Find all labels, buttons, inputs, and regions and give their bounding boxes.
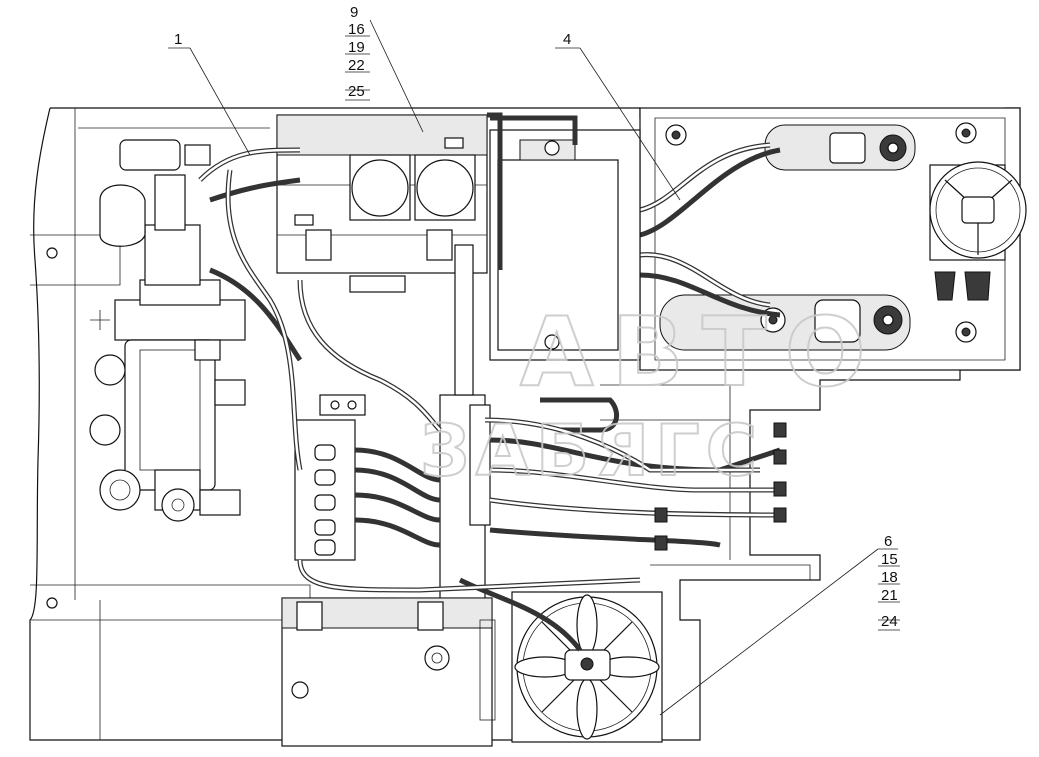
callout-9-item: 22 — [348, 57, 365, 74]
callout-6-item: 6 — [884, 533, 892, 550]
callout-leaders — [168, 19, 900, 716]
hose-routing — [198, 112, 787, 652]
callout-9-item: 25 — [348, 83, 365, 100]
callout-1-label: 1 — [174, 31, 182, 48]
control-panel — [639, 107, 1027, 371]
callout-6-stack: 6 15 18 21 24 — [881, 533, 898, 630]
engine-pump-group — [89, 139, 246, 522]
callout-9-stack: 9 16 19 22 25 — [348, 4, 365, 100]
callout-6-item: 21 — [881, 587, 898, 604]
watermark-line1: АВТО — [520, 298, 884, 408]
watermark-line2: ЗАБЯГС — [420, 410, 763, 492]
valve-block — [294, 244, 491, 616]
callout-6-item: 15 — [881, 551, 898, 568]
watermark: АВТО ЗАБЯГС — [419, 297, 884, 493]
callout-6-item: 24 — [881, 613, 898, 630]
callout-6-item: 18 — [881, 569, 898, 586]
callout-1: 1 — [174, 31, 182, 48]
callout-9-item: 16 — [348, 21, 365, 38]
callout-4: 4 — [563, 31, 571, 48]
main-tank-block — [276, 114, 641, 361]
callout-9-item: 9 — [350, 4, 358, 21]
hydraulic-tank — [281, 597, 496, 747]
callout-9-item: 19 — [348, 39, 365, 56]
callout-4-label: 4 — [563, 31, 571, 48]
steering-wheel — [929, 161, 1027, 301]
